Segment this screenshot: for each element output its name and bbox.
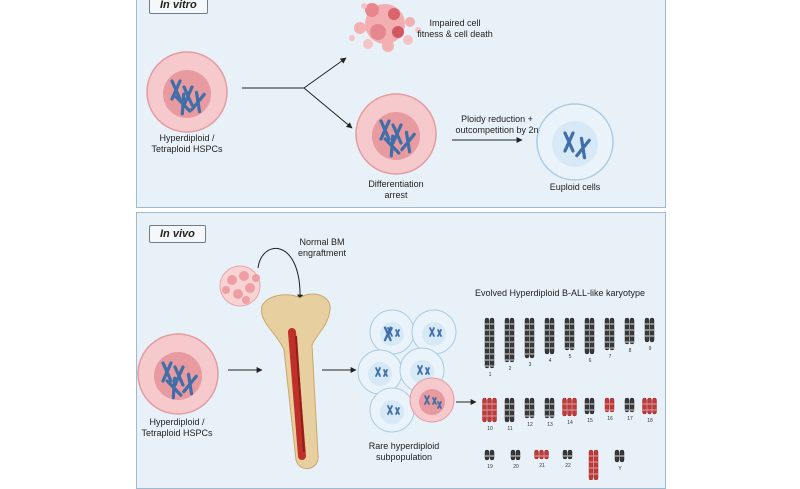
arrest-label: Differentiation arrest [368,179,424,200]
reduction-label: Ploidy reduction + outcompetition by 2n [455,114,539,135]
arrested-cell [355,93,437,175]
chromosome-number-label: 7 [609,354,612,360]
chromosome-number-label: 6 [589,358,592,364]
chromosome-7 [609,317,615,351]
chromosome-18 [642,397,647,415]
chromosome-21 [534,449,539,460]
death-label: Impaired cell fitness & cell death [417,18,493,39]
chromosome-15 [589,397,595,415]
cell-population [357,309,457,433]
karyotype: 12345678910111213141516171819202122XY [482,317,657,480]
chromosome-number-label: 19 [487,464,493,470]
arrow-to-arrest [303,87,353,129]
chromosome-number-label: 15 [587,418,593,424]
chromosome-17 [629,397,635,413]
rare-population-label: Rare hyperdiploid subpopulation [368,441,440,462]
chromosome-13 [544,397,550,419]
chromosome-X [588,449,594,480]
chromosome-number-label: Y [618,466,622,472]
chromosome-number-label: 9 [649,346,652,352]
chromosome-2 [504,317,510,363]
chromosome-15 [584,397,590,415]
chromosome-21 [539,449,544,460]
chromosome-number-label: 4 [549,358,552,364]
chromosome-number-label: 17 [627,416,633,422]
chromosome-number-label: 16 [607,416,613,422]
in-vitro-tag: In vitro [149,0,208,14]
chromosome-number-label: 5 [569,354,572,360]
euploid-cell [536,103,614,181]
chromosome-number-label: 11 [507,426,512,432]
chromosome-number-label: 3 [529,362,532,368]
chromosome-20 [515,449,521,461]
hspc-label-vivo: Hyperdiploid / Tetraploid HSPCs [141,417,213,438]
chromosome-14 [562,397,567,417]
chromosome-X [593,449,599,480]
engraftment-label: Normal BM engraftment [297,237,347,258]
chromosome-7 [604,317,610,351]
chromosome-17 [624,397,630,413]
chromosome-14 [567,397,572,417]
chromosome-18 [647,397,652,415]
chromosome-number-label: 10 [487,426,493,432]
engraftment-arrow [257,247,304,301]
hspc-cell-vitro [146,51,228,133]
in-vivo-tag: In vivo [149,225,206,243]
chromosome-5 [569,317,575,351]
chromosome-12 [524,397,530,419]
chromosome-19 [484,449,490,461]
chromosome-5 [564,317,570,351]
cell-death-debris [349,3,421,52]
chromosome-number-label: 18 [647,418,653,424]
hspc-cell-vivo [137,333,219,415]
chromosome-14 [572,397,577,417]
femur-bone [261,293,331,470]
chromosome-8 [624,317,630,345]
chromosome-number-label: 12 [527,422,533,428]
chromosome-number-label: 20 [513,464,519,470]
chromosome-number-label: 13 [547,422,553,428]
chromosome-19 [489,449,495,461]
chromosome-number-label: 8 [629,348,632,354]
chromosome-16 [609,397,615,413]
chromosome-20 [510,449,516,461]
rare-hyperdiploid-cell [409,377,455,423]
engraftment-cell-cluster [219,265,261,307]
hspc-label-vitro: Hyperdiploid / Tetraploid HSPCs [151,133,223,154]
karyotype-title: Evolved Hyperdiploid B-ALL-like karyotyp… [474,288,646,298]
chromosome-number-label: 21 [539,463,545,469]
chromosome-18 [652,397,657,415]
arrow-to-death [303,57,347,89]
chromosome-12 [529,397,535,419]
chromosome-8 [629,317,635,345]
chromosome-13 [549,397,555,419]
chromosome-number-label: 1 [489,372,492,378]
chromosome-number-label: 22 [565,463,571,469]
chromosome-2 [509,317,515,363]
chromosome-number-label: 2 [509,366,512,372]
chromosome-22 [567,449,573,460]
chromosome-16 [604,397,610,413]
chromosome-number-label: 14 [567,420,573,426]
chromosome-22 [562,449,568,460]
chromosome-21 [544,449,549,460]
euploid-label: Euploid cells [549,182,601,192]
